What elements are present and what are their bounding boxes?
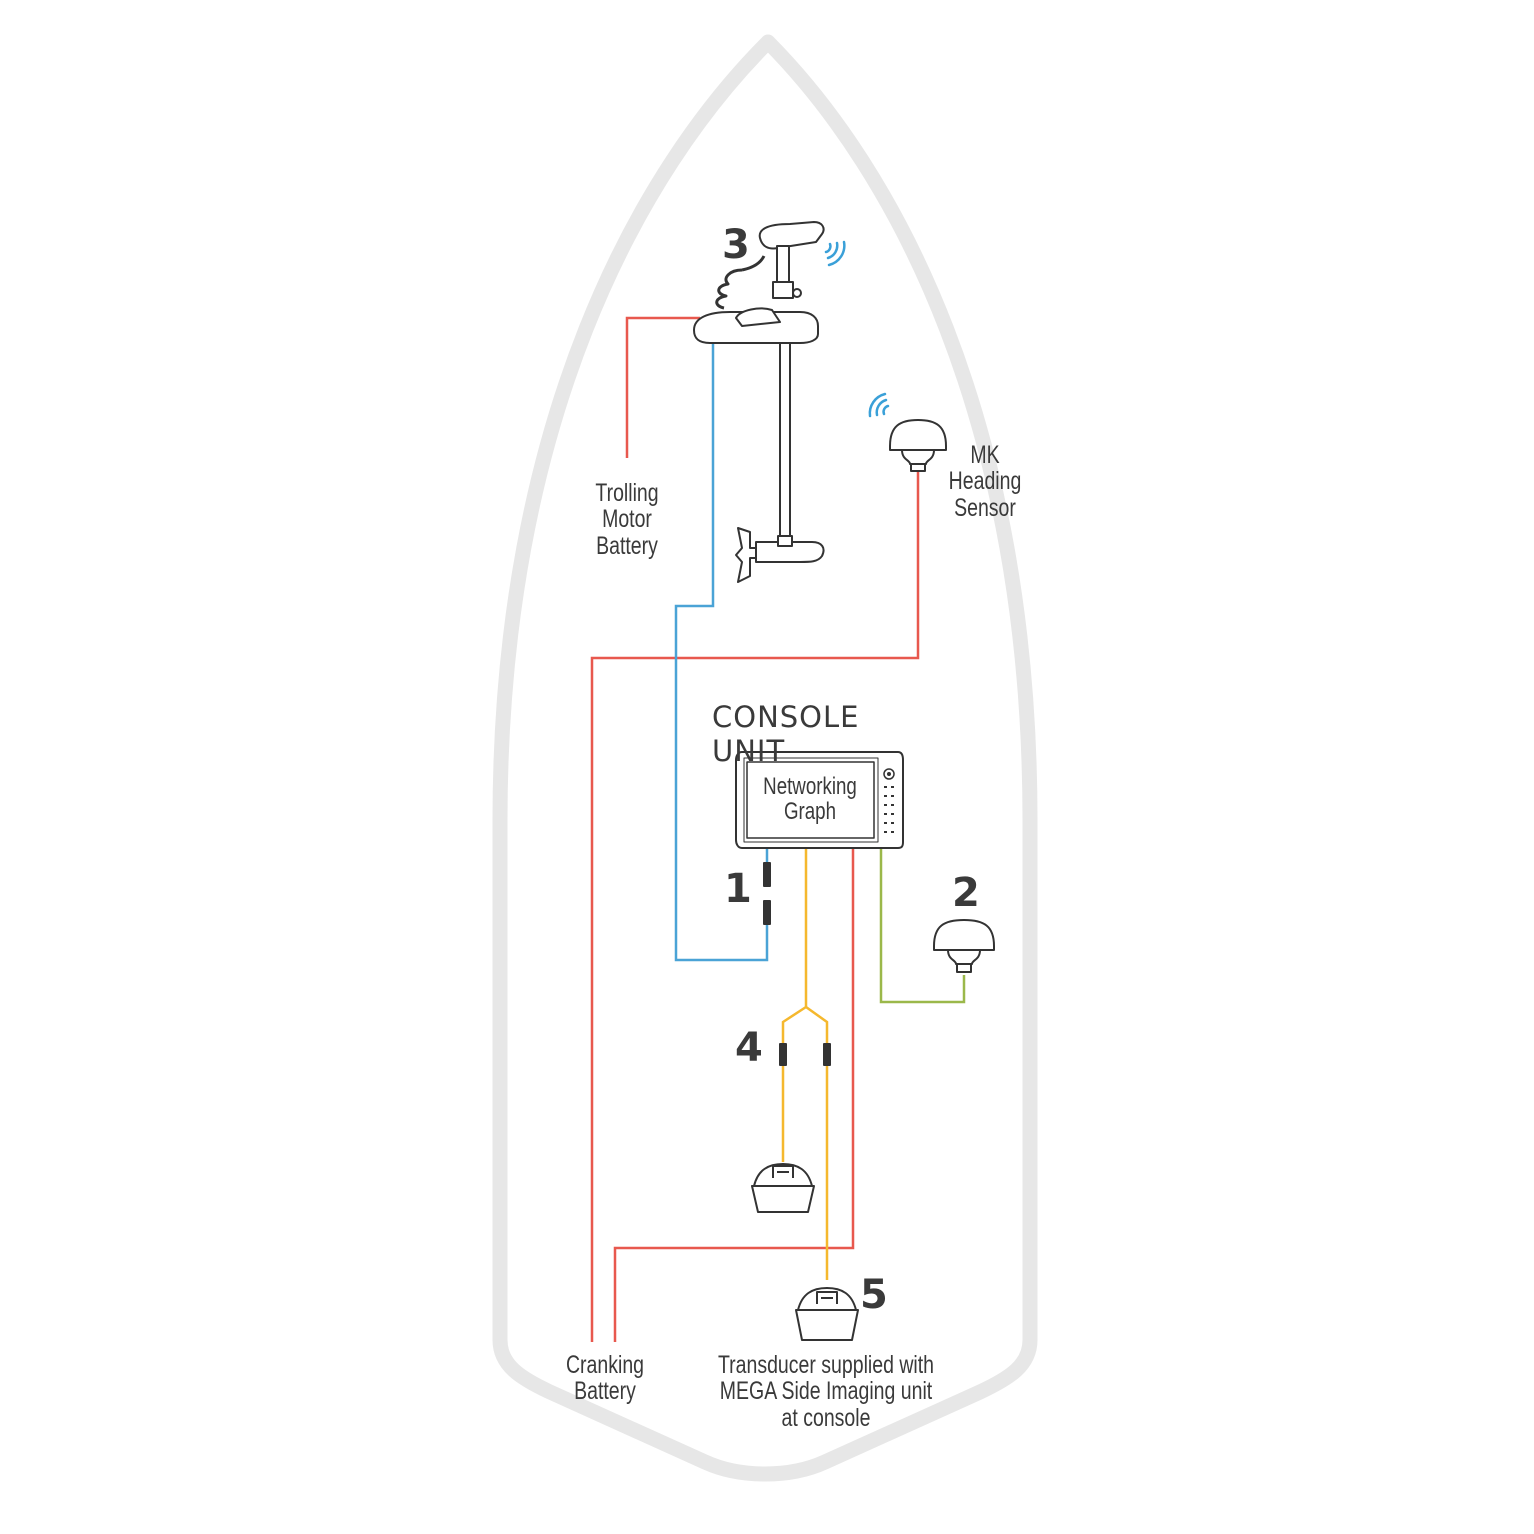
network-connector-1 bbox=[763, 862, 771, 925]
network-wires bbox=[674, 330, 769, 962]
callout-number-4: 4 bbox=[735, 1025, 763, 1071]
callout-number-5: 5 bbox=[860, 1272, 888, 1318]
wireless-signal-icon-heading bbox=[868, 392, 890, 418]
trolling-motor-power-wire bbox=[625, 316, 700, 458]
tmb-line-1: Trolling bbox=[595, 479, 659, 507]
heading-sensor-power-wire bbox=[590, 470, 920, 1342]
tmb-line-3: Battery bbox=[596, 531, 658, 560]
td-line-2: MEGA Side Imaging unit bbox=[719, 1377, 933, 1406]
trolling-motor-icon bbox=[693, 221, 825, 583]
console-unit-heading: CONSOLE UNIT bbox=[712, 700, 860, 768]
transducer-split-wire bbox=[805, 1005, 829, 1043]
screen-line-1: Networking bbox=[763, 773, 857, 800]
console-power-wire bbox=[613, 848, 855, 1342]
mk-line-1: MK bbox=[970, 441, 1000, 469]
gps-receiver-icon bbox=[933, 919, 995, 973]
trolling-motor-network-wire bbox=[674, 330, 769, 962]
callout-number-1: 1 bbox=[724, 866, 752, 912]
tmb-line-2: Motor bbox=[602, 505, 652, 534]
console-screen bbox=[746, 761, 875, 839]
callout-number-3: 3 bbox=[722, 222, 750, 268]
td-line-1: Transducer supplied with bbox=[717, 1351, 935, 1379]
console-buttons bbox=[884, 786, 894, 833]
mk-line-3: Sensor bbox=[954, 493, 1016, 522]
transducer-icon bbox=[751, 1163, 815, 1213]
callout-number-2: 2 bbox=[952, 870, 980, 916]
screen-line-2: Graph bbox=[783, 798, 837, 826]
boat-hull bbox=[492, 34, 1038, 1482]
transducer-connectors-4 bbox=[779, 1043, 831, 1066]
console-screen-label: Networking Graph bbox=[748, 773, 872, 826]
cb-line-1: Cranking bbox=[565, 1351, 645, 1379]
transducer-wires bbox=[781, 848, 829, 1280]
transducer-label: Transducer supplied with MEGA Side Imagi… bbox=[676, 1352, 976, 1431]
td-line-3: at console bbox=[781, 1403, 871, 1432]
mk-heading-sensor-label: MK Heading Sensor bbox=[935, 442, 1035, 521]
transducer-main-wire bbox=[781, 848, 808, 1043]
transducer-icon-5 bbox=[795, 1287, 859, 1341]
power-wires bbox=[590, 316, 920, 1342]
heading-sensor-icon bbox=[889, 419, 947, 472]
cranking-battery-label: Cranking Battery bbox=[545, 1352, 665, 1405]
mk-line-2: Heading bbox=[948, 467, 1022, 496]
wireless-signal-icon bbox=[824, 240, 846, 267]
trolling-motor-battery-label: Trolling Motor Battery bbox=[572, 480, 682, 559]
cb-line-2: Battery bbox=[574, 1377, 636, 1406]
gps-wire bbox=[879, 848, 966, 1004]
console-unit bbox=[735, 751, 904, 849]
